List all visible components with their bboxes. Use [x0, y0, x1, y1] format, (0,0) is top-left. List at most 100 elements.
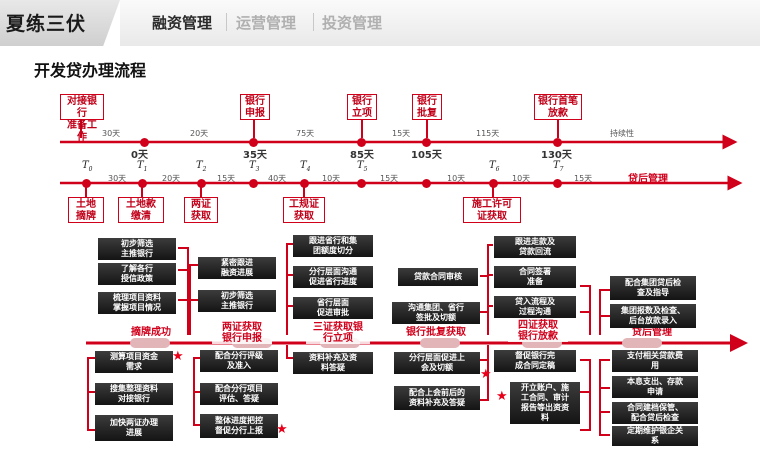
- task-box: 配合分行项目评估、答疑: [200, 383, 278, 405]
- day-label: 105天: [411, 150, 442, 161]
- tab-divider: [313, 13, 314, 31]
- tab-divider: [226, 13, 227, 31]
- day-label: 0天: [131, 150, 148, 161]
- milestone-bank-reply: 银行批复: [412, 94, 442, 120]
- timeline-node: [422, 179, 431, 188]
- task-box: 初步筛选主推银行: [198, 290, 276, 312]
- milestone-bank-approval-project: 银行立项: [347, 94, 377, 120]
- task-box: 加快两证办理进展: [95, 415, 173, 441]
- tab-operations[interactable]: 运营管理: [236, 14, 297, 32]
- task-box: 督促银行完成合同定稿: [494, 350, 576, 372]
- interval-label: 40天: [268, 174, 287, 183]
- task-box: 测算项目资金需求: [95, 351, 173, 373]
- task-box: 跟进省行和集团额度切分: [293, 235, 373, 257]
- tab-investment[interactable]: 投资管理: [322, 14, 383, 32]
- task-box: 分行层面沟通促进省行进度: [293, 266, 373, 288]
- timeline-node: [553, 138, 562, 147]
- timeline-node: [138, 179, 147, 188]
- milestone-bank-contact: 对接银行准备工作: [60, 94, 104, 143]
- interval-label: 15天: [217, 174, 236, 183]
- milestone-planning-permit: 工规证获取: [283, 197, 325, 223]
- task-box: 初步筛选主推银行: [98, 238, 176, 260]
- task-box: 省行层面促进审批: [293, 297, 373, 319]
- milestone-land-payment: 土地款缴清: [118, 197, 164, 223]
- phase-marker: [622, 338, 662, 348]
- phase-marker: [522, 338, 562, 348]
- interval-label: 30天: [108, 174, 127, 183]
- key-star-icon: ★: [480, 367, 492, 382]
- phase-label: 三证获取银行立项: [306, 322, 370, 344]
- interval-label: 15天: [380, 174, 399, 183]
- timeline-node: [197, 179, 206, 188]
- timeline-node: [489, 179, 498, 188]
- phase-label: 贷后管理: [626, 327, 678, 338]
- interval-label: 10天: [512, 174, 531, 183]
- phase-label: 四证获取银行放款: [508, 320, 568, 342]
- t-node: T1: [137, 160, 148, 173]
- interval-label: 75天: [296, 129, 315, 138]
- t-node: T5: [357, 160, 368, 173]
- post-loan-label: 贷后管理: [628, 174, 668, 185]
- phase-label: 摘牌成功: [124, 327, 178, 338]
- milestone-first-loan: 银行首笔放款: [534, 94, 582, 120]
- phase-marker: [420, 338, 460, 348]
- milestone-land-auction: 土地摘牌: [68, 197, 104, 223]
- timeline-node: [300, 179, 309, 188]
- timeline-node: [422, 138, 431, 147]
- task-box: 支付相关贷款费用: [612, 350, 698, 372]
- day-label: 85天: [350, 150, 374, 161]
- column-brackets: [87, 243, 610, 436]
- timeline-node: [82, 179, 91, 188]
- task-box: 贷款合同审核: [398, 268, 478, 286]
- t-node: T4: [300, 160, 311, 173]
- day-label: 35天: [243, 150, 267, 161]
- page-title: 开发贷办理流程: [34, 61, 147, 80]
- key-star-icon: ★: [496, 389, 508, 404]
- interval-label: 10天: [447, 174, 466, 183]
- tab-strip: 融资管理 运营管理 投资管理: [120, 0, 760, 46]
- task-box: 合同签署准备: [494, 266, 576, 288]
- milestone-bank-application: 银行申报: [240, 94, 270, 120]
- interval-label: 15天: [574, 174, 593, 183]
- t-node: T7: [553, 160, 564, 173]
- t-node: T2: [196, 160, 207, 173]
- timeline-node: [249, 138, 258, 147]
- brand-title: 夏练三伏: [6, 13, 87, 35]
- interval-label: 20天: [162, 174, 181, 183]
- phase-label: 两证获取银行申报: [212, 322, 272, 344]
- interval-label: 20天: [190, 129, 209, 138]
- task-box: 分行层面促进上会及切额: [394, 352, 480, 374]
- phase-marker: [130, 338, 170, 348]
- task-box: 资料补充及资料答疑: [293, 352, 373, 374]
- timeline-node: [357, 179, 366, 188]
- task-box: 沟通集团、省行签批及切额: [392, 302, 480, 324]
- day-label: 130天: [541, 150, 572, 161]
- milestone-construction-permit: 施工许可证获取: [463, 197, 521, 223]
- task-box: 整体进度把控督促分行上报: [200, 414, 278, 438]
- task-box: 紧密跟进融资进展: [198, 257, 276, 279]
- key-star-icon: ★: [172, 349, 184, 364]
- interval-label: 15天: [392, 129, 411, 138]
- task-box: 配合分行评级及准入: [200, 350, 278, 372]
- task-box: 定期维护银企关系: [612, 426, 698, 446]
- key-star-icon: ★: [276, 422, 288, 437]
- milestone-two-certificates: 两证获取: [184, 197, 218, 223]
- timeline-node: [140, 138, 149, 147]
- task-box: 搜集整理资料对接银行: [95, 383, 173, 405]
- task-box: 本息支出、存款申请: [612, 376, 698, 398]
- timeline-node: [357, 138, 366, 147]
- task-box: 合同建档保管、配合贷后检查: [612, 402, 698, 424]
- task-box: 跟进走款及贷款回流: [494, 236, 576, 258]
- interval-label: 10天: [322, 174, 341, 183]
- phase-label: 银行批复获取: [400, 327, 472, 338]
- t-node: T6: [489, 160, 500, 173]
- interval-label: 30天: [102, 129, 121, 138]
- task-box: 配合集团贷后检查及指导: [610, 276, 696, 300]
- brand-block: 夏练三伏: [0, 0, 120, 46]
- top-nav-bar: 融资管理 运营管理 投资管理 夏练三伏: [0, 0, 760, 46]
- tab-financing[interactable]: 融资管理: [152, 14, 213, 32]
- task-box: 了解各行授信政策: [98, 263, 176, 285]
- ongoing-label: 持续性: [610, 129, 634, 138]
- task-box: 配合上会前后的资料补充及答疑: [394, 386, 480, 410]
